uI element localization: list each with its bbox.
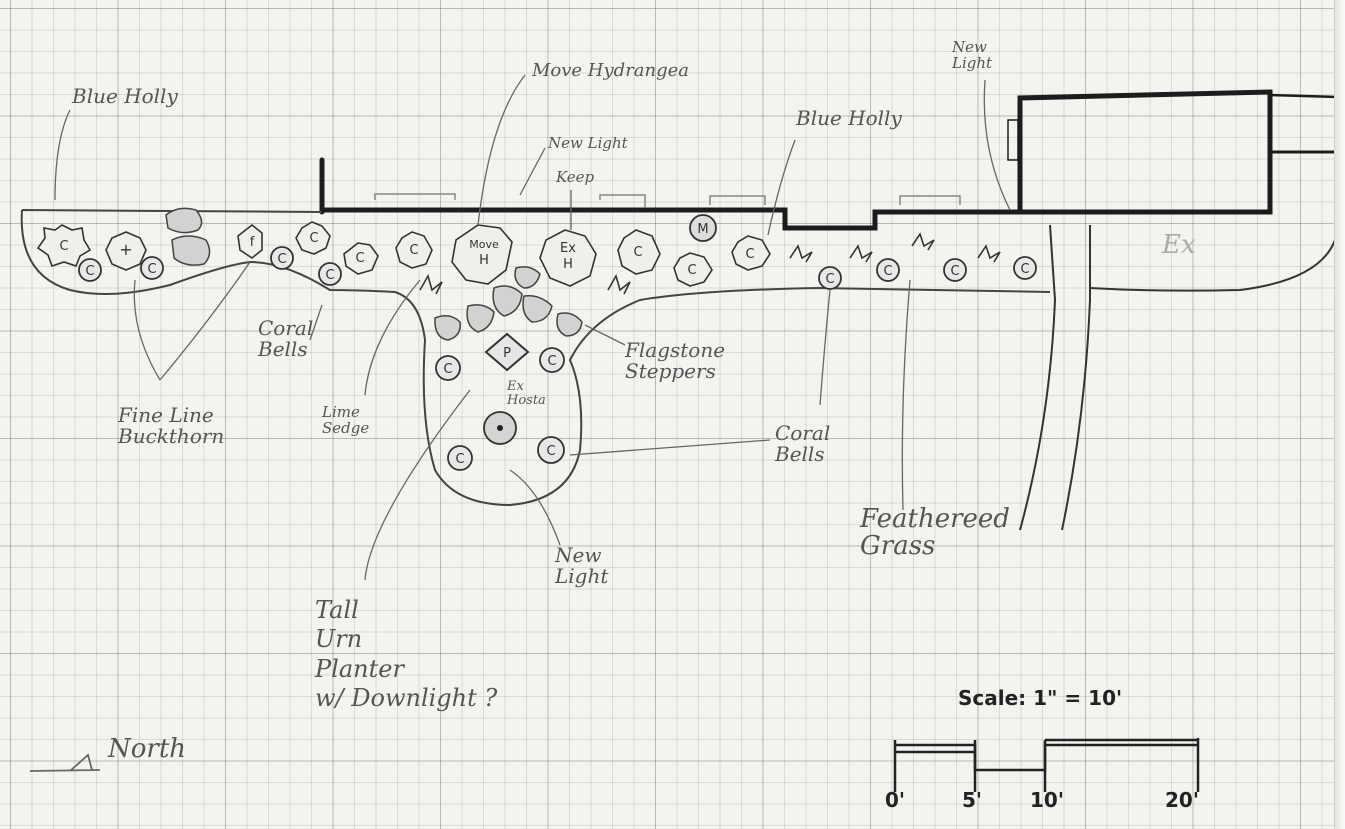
svg-text:f: f xyxy=(250,235,255,250)
svg-text:H: H xyxy=(563,257,573,272)
scale-bar xyxy=(893,738,1200,792)
svg-text:H: H xyxy=(479,253,489,268)
label-keep: Keep xyxy=(556,168,595,186)
shrub xyxy=(617,229,661,275)
coral-bell xyxy=(943,258,967,282)
label-coral-bells-right: Coral Bells xyxy=(775,421,831,466)
svg-text:Move: Move xyxy=(469,238,499,251)
scale-tick-5: 5' xyxy=(962,788,983,812)
existing-hosta xyxy=(483,411,517,445)
holly-shrub xyxy=(105,231,147,271)
notebook-binding-edge xyxy=(1334,0,1345,829)
coral-bell-letters: C C C C C C C C C C C C xyxy=(85,252,1029,467)
scale-tick-20: 20' xyxy=(1165,788,1199,812)
driveway-lines xyxy=(1019,169,1339,531)
coral-bell xyxy=(270,246,294,270)
svg-text:C: C xyxy=(950,264,959,279)
north-arrow-line xyxy=(29,753,101,772)
shrub xyxy=(731,235,771,271)
svg-text:C: C xyxy=(443,362,452,377)
shrub xyxy=(673,252,713,287)
label-new-light-topright: New Light xyxy=(952,38,993,72)
svg-text:P: P xyxy=(503,346,511,361)
scale-tick-10: 10' xyxy=(1030,788,1064,812)
coral-bell xyxy=(818,266,842,290)
coral-bell xyxy=(78,258,102,282)
coral-bell xyxy=(318,262,342,286)
p-planter: P xyxy=(484,332,530,372)
m-plant: M xyxy=(689,214,717,242)
scale-tick-0: 0' xyxy=(885,788,906,812)
coral-bell xyxy=(447,445,473,471)
label-blue-holly-right: Blue Holly xyxy=(796,106,902,130)
svg-text:C: C xyxy=(355,251,364,266)
svg-text:Ex: Ex xyxy=(560,241,576,256)
buckthorn-shrub xyxy=(237,223,263,259)
shrub-symbols xyxy=(36,221,771,287)
coral-bells-plants xyxy=(78,246,1037,471)
svg-text:C: C xyxy=(147,262,156,277)
coral-bell xyxy=(140,256,164,280)
house-outline xyxy=(319,89,1340,231)
svg-text:C: C xyxy=(325,268,334,283)
svg-text:C: C xyxy=(547,354,556,369)
label-blue-holly-left: Blue Holly xyxy=(72,84,178,108)
svg-text:C: C xyxy=(455,452,464,467)
label-move-hydrangea: Move Hydrangea xyxy=(532,60,690,81)
window-marks xyxy=(374,193,961,208)
leader-lines xyxy=(54,74,1011,581)
label-coral-bells-left: Coral Bells xyxy=(258,316,314,361)
label-new-light-top: New Light xyxy=(548,134,628,152)
coral-bell xyxy=(435,355,461,381)
coral-bell xyxy=(539,347,565,373)
label-new-light-bottom: New Light xyxy=(555,543,609,588)
shrub xyxy=(343,242,379,275)
svg-text:C: C xyxy=(546,444,555,459)
svg-text:C: C xyxy=(309,231,318,246)
label-tall-urn-planter: Tall Urn Planter w/ Downlight ? xyxy=(315,596,498,712)
svg-text:C: C xyxy=(825,272,834,287)
coral-bell xyxy=(1013,256,1037,280)
grass-marks xyxy=(419,232,1001,295)
svg-text:C: C xyxy=(277,252,286,267)
blue-holly-shrub xyxy=(36,224,92,268)
svg-text:C: C xyxy=(883,264,892,279)
label-lime-sedge: Lime Sedge xyxy=(322,403,370,437)
svg-text:+: + xyxy=(119,240,132,259)
hydrangea-move xyxy=(451,224,513,285)
svg-text:M: M xyxy=(697,222,708,237)
svg-text:C: C xyxy=(633,245,642,260)
flagstone-steppers xyxy=(165,207,583,341)
label-north: North xyxy=(108,734,187,764)
label-feathered-grass: Feathereed Grass xyxy=(860,504,1010,562)
svg-text:C: C xyxy=(409,243,418,258)
coral-bell xyxy=(876,258,900,282)
shrub xyxy=(295,221,331,255)
svg-text:C: C xyxy=(85,264,94,279)
shrub xyxy=(395,231,433,269)
svg-text:C: C xyxy=(745,247,754,262)
svg-text:C: C xyxy=(687,263,696,278)
svg-text:C: C xyxy=(1020,262,1029,277)
label-fine-line-buckthorn: Fine Line Buckthorn xyxy=(118,403,225,448)
label-ex-hosta: Ex Hosta xyxy=(507,379,546,408)
scale-title: Scale: 1" = 10' xyxy=(958,686,1123,710)
label-existing: Ex xyxy=(1162,230,1196,260)
svg-text:C: C xyxy=(59,239,68,254)
label-flagstone-steppers: Flagstone Steppers xyxy=(625,338,726,383)
hydrangea-keep xyxy=(539,229,597,287)
coral-bell xyxy=(537,436,565,464)
